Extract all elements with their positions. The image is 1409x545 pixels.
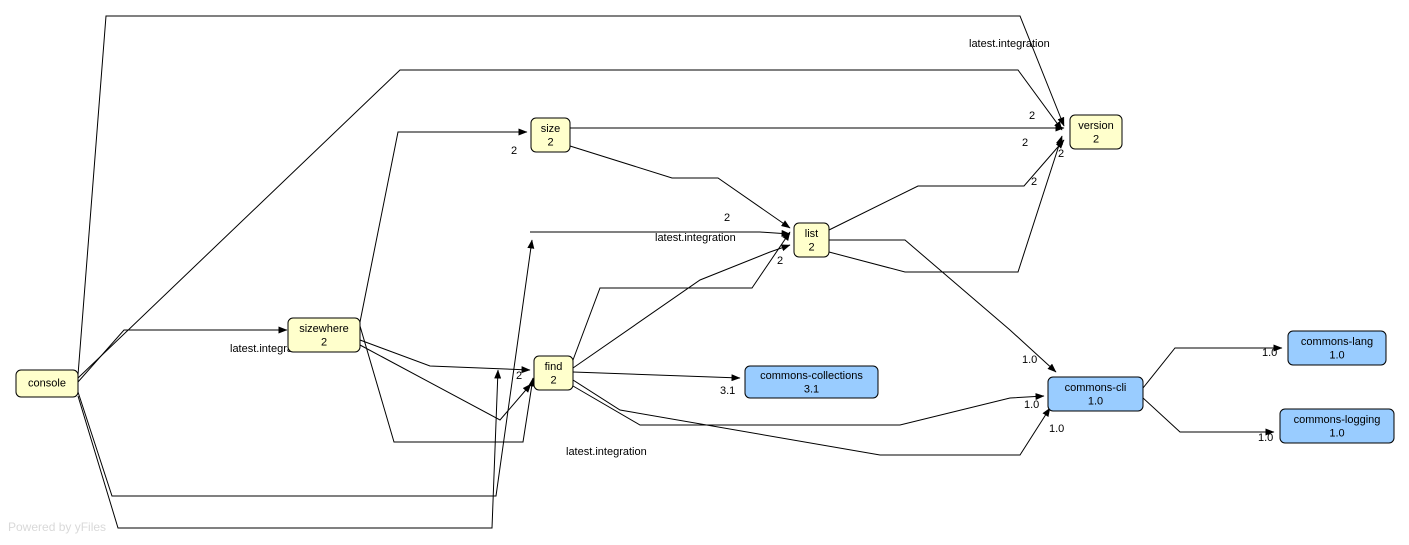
node-name: commons-lang bbox=[1301, 336, 1373, 348]
node-box[interactable] bbox=[1287, 330, 1387, 366]
node-sizewhere[interactable]: sizewhere 2 bbox=[287, 317, 361, 353]
node-list[interactable]: list 2 bbox=[793, 222, 830, 258]
edge-label-e-to-cli-3: 1.0 bbox=[1049, 423, 1064, 435]
edge-label-e-list-in-lower: 2 bbox=[777, 255, 783, 267]
edge-path bbox=[1142, 397, 1275, 436]
node-find[interactable]: find 2 bbox=[533, 355, 574, 391]
node-version: 2 bbox=[1093, 134, 1099, 146]
edge-path bbox=[572, 371, 741, 382]
node-name: commons-collections bbox=[760, 370, 863, 382]
edge-label-e-to-version-2: 2 bbox=[1022, 137, 1028, 149]
edge-path bbox=[569, 145, 791, 229]
edge-label-e-to-version-3: 2 bbox=[1058, 148, 1064, 160]
edge-label-e-console-version-top: latest.integration bbox=[969, 38, 1050, 50]
node-box[interactable] bbox=[1047, 376, 1144, 412]
node-size[interactable]: size 2 bbox=[530, 117, 571, 153]
edge-label-e-to-cli-2: 1.0 bbox=[1024, 399, 1039, 411]
node-name: commons-cli bbox=[1065, 382, 1127, 394]
node-commons-cli[interactable]: commons-cli 1.0 bbox=[1047, 376, 1144, 412]
node-version: 2 bbox=[808, 242, 814, 254]
edge-path bbox=[77, 69, 1063, 379]
node-commons-logging[interactable]: commons-logging 1.0 bbox=[1279, 408, 1395, 444]
node-box[interactable] bbox=[793, 222, 830, 258]
edge-path bbox=[359, 344, 532, 421]
edge-path bbox=[77, 326, 288, 383]
edge-label-e-to-cli-1: 1.0 bbox=[1022, 354, 1037, 366]
edge-path bbox=[359, 339, 531, 374]
edge-path bbox=[77, 239, 535, 497]
node-version: 1.0 bbox=[1329, 428, 1344, 440]
node-box[interactable] bbox=[1279, 408, 1395, 444]
edge-path bbox=[828, 139, 1065, 231]
edge-path bbox=[572, 244, 791, 369]
node-box[interactable] bbox=[15, 369, 79, 398]
edge-path bbox=[77, 369, 502, 529]
edge-path bbox=[359, 325, 536, 443]
nodes-layer: console sizewhere 2 size 2 find 2 list 2 version 2… bbox=[15, 114, 1395, 444]
node-box[interactable] bbox=[533, 355, 574, 391]
node-name: size bbox=[541, 123, 561, 135]
edge-label-e-size-list: 2 bbox=[724, 212, 730, 224]
node-version: 2 bbox=[550, 375, 556, 387]
edge-path bbox=[572, 379, 1051, 456]
edge-labels-layer: latest.integration latest.integration late… bbox=[230, 38, 1277, 458]
edge-path bbox=[829, 239, 1057, 373]
edge-label-e-to-version-1: 2 bbox=[1029, 110, 1035, 122]
node-version: 1.0 bbox=[1088, 396, 1103, 408]
edge-label-e-cli-lang: 1.0 bbox=[1262, 347, 1277, 359]
node-name: sizewhere bbox=[299, 323, 349, 335]
node-name: commons-logging bbox=[1294, 414, 1381, 426]
node-version: 3.1 bbox=[804, 383, 819, 395]
node-box[interactable] bbox=[1069, 114, 1123, 150]
edge-path bbox=[572, 231, 791, 361]
node-name: list bbox=[805, 228, 818, 240]
node-name: version bbox=[1078, 120, 1113, 132]
node-box[interactable] bbox=[530, 117, 571, 153]
node-console[interactable]: console bbox=[15, 369, 79, 398]
edge-path bbox=[359, 128, 528, 323]
node-box[interactable] bbox=[287, 317, 361, 353]
node-version: 1.0 bbox=[1329, 350, 1344, 362]
edge-path bbox=[1142, 344, 1283, 389]
edge-label-e-to-version-4: 2 bbox=[1031, 176, 1037, 188]
edge-label-e-sizewhere-size: 2 bbox=[511, 145, 517, 157]
node-version[interactable]: version 2 bbox=[1069, 114, 1123, 150]
edge-label-e-console-find-bottom: latest.integration bbox=[566, 446, 647, 458]
node-commons-lang[interactable]: commons-lang 1.0 bbox=[1287, 330, 1387, 366]
edge-label-e-cli-logging: 1.0 bbox=[1258, 432, 1273, 444]
node-version: 2 bbox=[321, 337, 327, 349]
edge-path bbox=[572, 385, 1045, 426]
node-version: 2 bbox=[547, 137, 553, 149]
node-box[interactable] bbox=[744, 365, 879, 399]
node-name: console bbox=[28, 377, 66, 389]
edge-path bbox=[77, 15, 1065, 376]
edge-label-e-find-collections: 3.1 bbox=[720, 385, 735, 397]
edge-path bbox=[828, 135, 1063, 273]
edge-label-e-find-list: latest.integration bbox=[655, 232, 736, 244]
edge-path bbox=[530, 229, 791, 237]
yfiles-watermark: Powered by yFiles bbox=[8, 520, 106, 534]
edges-layer bbox=[77, 15, 1283, 529]
edge-label-e-sizewhere-find: 2 bbox=[516, 370, 522, 382]
node-name: find bbox=[545, 361, 563, 373]
